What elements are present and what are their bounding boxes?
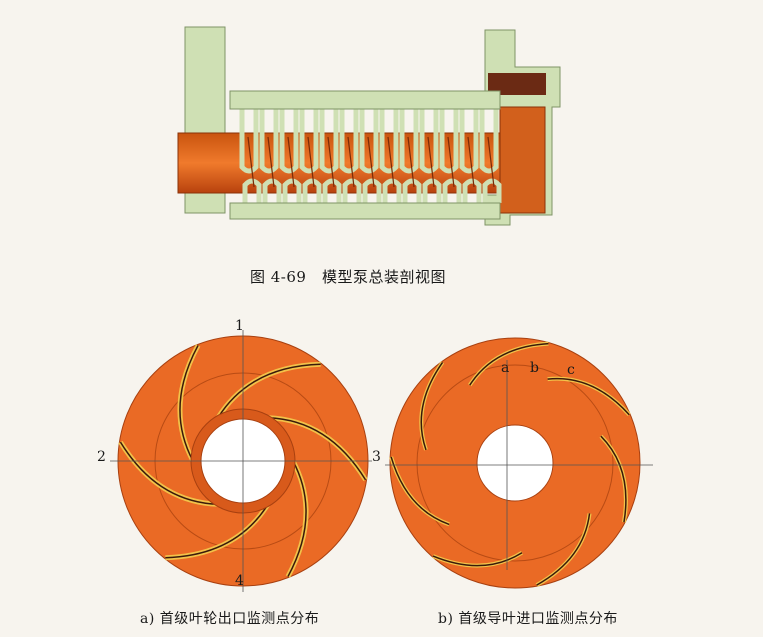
impeller-blade-section <box>287 136 295 188</box>
monitor-point-label: c <box>567 362 575 378</box>
impeller-blade-section <box>487 136 495 188</box>
stage-diffuser <box>342 178 362 203</box>
figure-b-caption: b) 首级导叶进口监测点分布 <box>438 611 618 627</box>
monitor-point-label: 3 <box>372 449 381 465</box>
guide-vane-blade-edge <box>390 456 450 526</box>
stage-diffuser <box>319 107 339 174</box>
impeller-blade-section <box>307 136 315 188</box>
figure-4-69-caption: 图 4-69 模型泵总装剖视图 <box>250 268 446 286</box>
impeller-blade-section <box>407 136 415 188</box>
guide-vane-ring <box>416 364 614 562</box>
guide-vane-blade-edge <box>547 377 630 416</box>
stage-diffuser <box>282 178 302 203</box>
stage-diffuser <box>339 107 359 174</box>
monitor-point-label: 4 <box>235 573 244 589</box>
stage-diffuser <box>362 178 382 203</box>
stage-diffuser <box>402 178 422 203</box>
stage-diffuser <box>439 107 459 174</box>
impeller-blade-edge <box>179 345 199 462</box>
monitor-point-label: 1 <box>235 318 244 334</box>
impeller-outlet-monitoring-drawing <box>110 330 372 592</box>
guide-vane-blades <box>389 341 631 587</box>
figure-a-caption: a) 首级叶轮出口监测点分布 <box>140 611 320 627</box>
lower-casing-band <box>229 202 501 220</box>
impeller-blade-edge <box>267 416 367 481</box>
guide-vane-blade-edge <box>600 435 627 523</box>
stage-diffuser <box>479 107 499 174</box>
stage-diffuser <box>262 178 282 203</box>
stage-diffuser <box>482 178 502 203</box>
upper-casing-band <box>229 90 501 110</box>
stage-diffuser <box>399 107 419 174</box>
guide-vane-blade-edge <box>420 361 444 451</box>
impeller-blade-section <box>447 136 455 188</box>
guide-vane-inlet-monitoring-drawing <box>385 337 653 589</box>
guide-vane-blade-edge <box>536 513 591 586</box>
guide-vane-blade-edge <box>469 342 549 386</box>
monitor-point-label: b <box>530 360 539 376</box>
impeller-blade-section <box>327 136 335 188</box>
stage-diffuser <box>239 107 259 174</box>
rotor-tip <box>499 106 546 214</box>
stage-casings <box>239 107 502 203</box>
outlet-flange-dark <box>488 73 546 95</box>
stage-diffuser <box>322 178 342 203</box>
stage-diffuser <box>382 178 402 203</box>
stage-diffuser <box>299 107 319 174</box>
stage-diffuser <box>242 178 262 203</box>
stage-diffuser <box>422 178 442 203</box>
impeller-blade-section <box>247 136 255 188</box>
stage-diffuser <box>442 178 462 203</box>
impeller-blade-section <box>267 136 275 188</box>
stage-diffuser <box>462 178 482 203</box>
impeller-blade-section <box>347 136 355 188</box>
pump-assembly-section-drawing <box>177 26 561 226</box>
impeller-blade-section <box>467 136 475 188</box>
guide-vane-blade-edge <box>432 552 523 567</box>
stage-diffuser <box>279 107 299 174</box>
impeller-blade-edge <box>119 441 219 506</box>
impeller-blade-section <box>367 136 375 188</box>
impeller-blade-section <box>387 136 395 188</box>
guide-vane-eye <box>476 424 554 502</box>
stage-diffuser <box>359 107 379 174</box>
impeller-blade-section <box>427 136 435 188</box>
impeller-blade-edge <box>217 363 321 419</box>
stage-diffuser <box>459 107 479 174</box>
monitor-point-label: a <box>501 360 510 376</box>
stage-diffuser <box>259 107 279 174</box>
impeller-blade-edge <box>165 503 269 559</box>
stage-diffuser <box>379 107 399 174</box>
monitor-point-label: 2 <box>97 449 106 465</box>
impeller-blade-edge <box>287 460 307 577</box>
stage-diffuser <box>419 107 439 174</box>
impeller-blades <box>118 344 368 578</box>
stage-diffuser <box>302 178 322 203</box>
